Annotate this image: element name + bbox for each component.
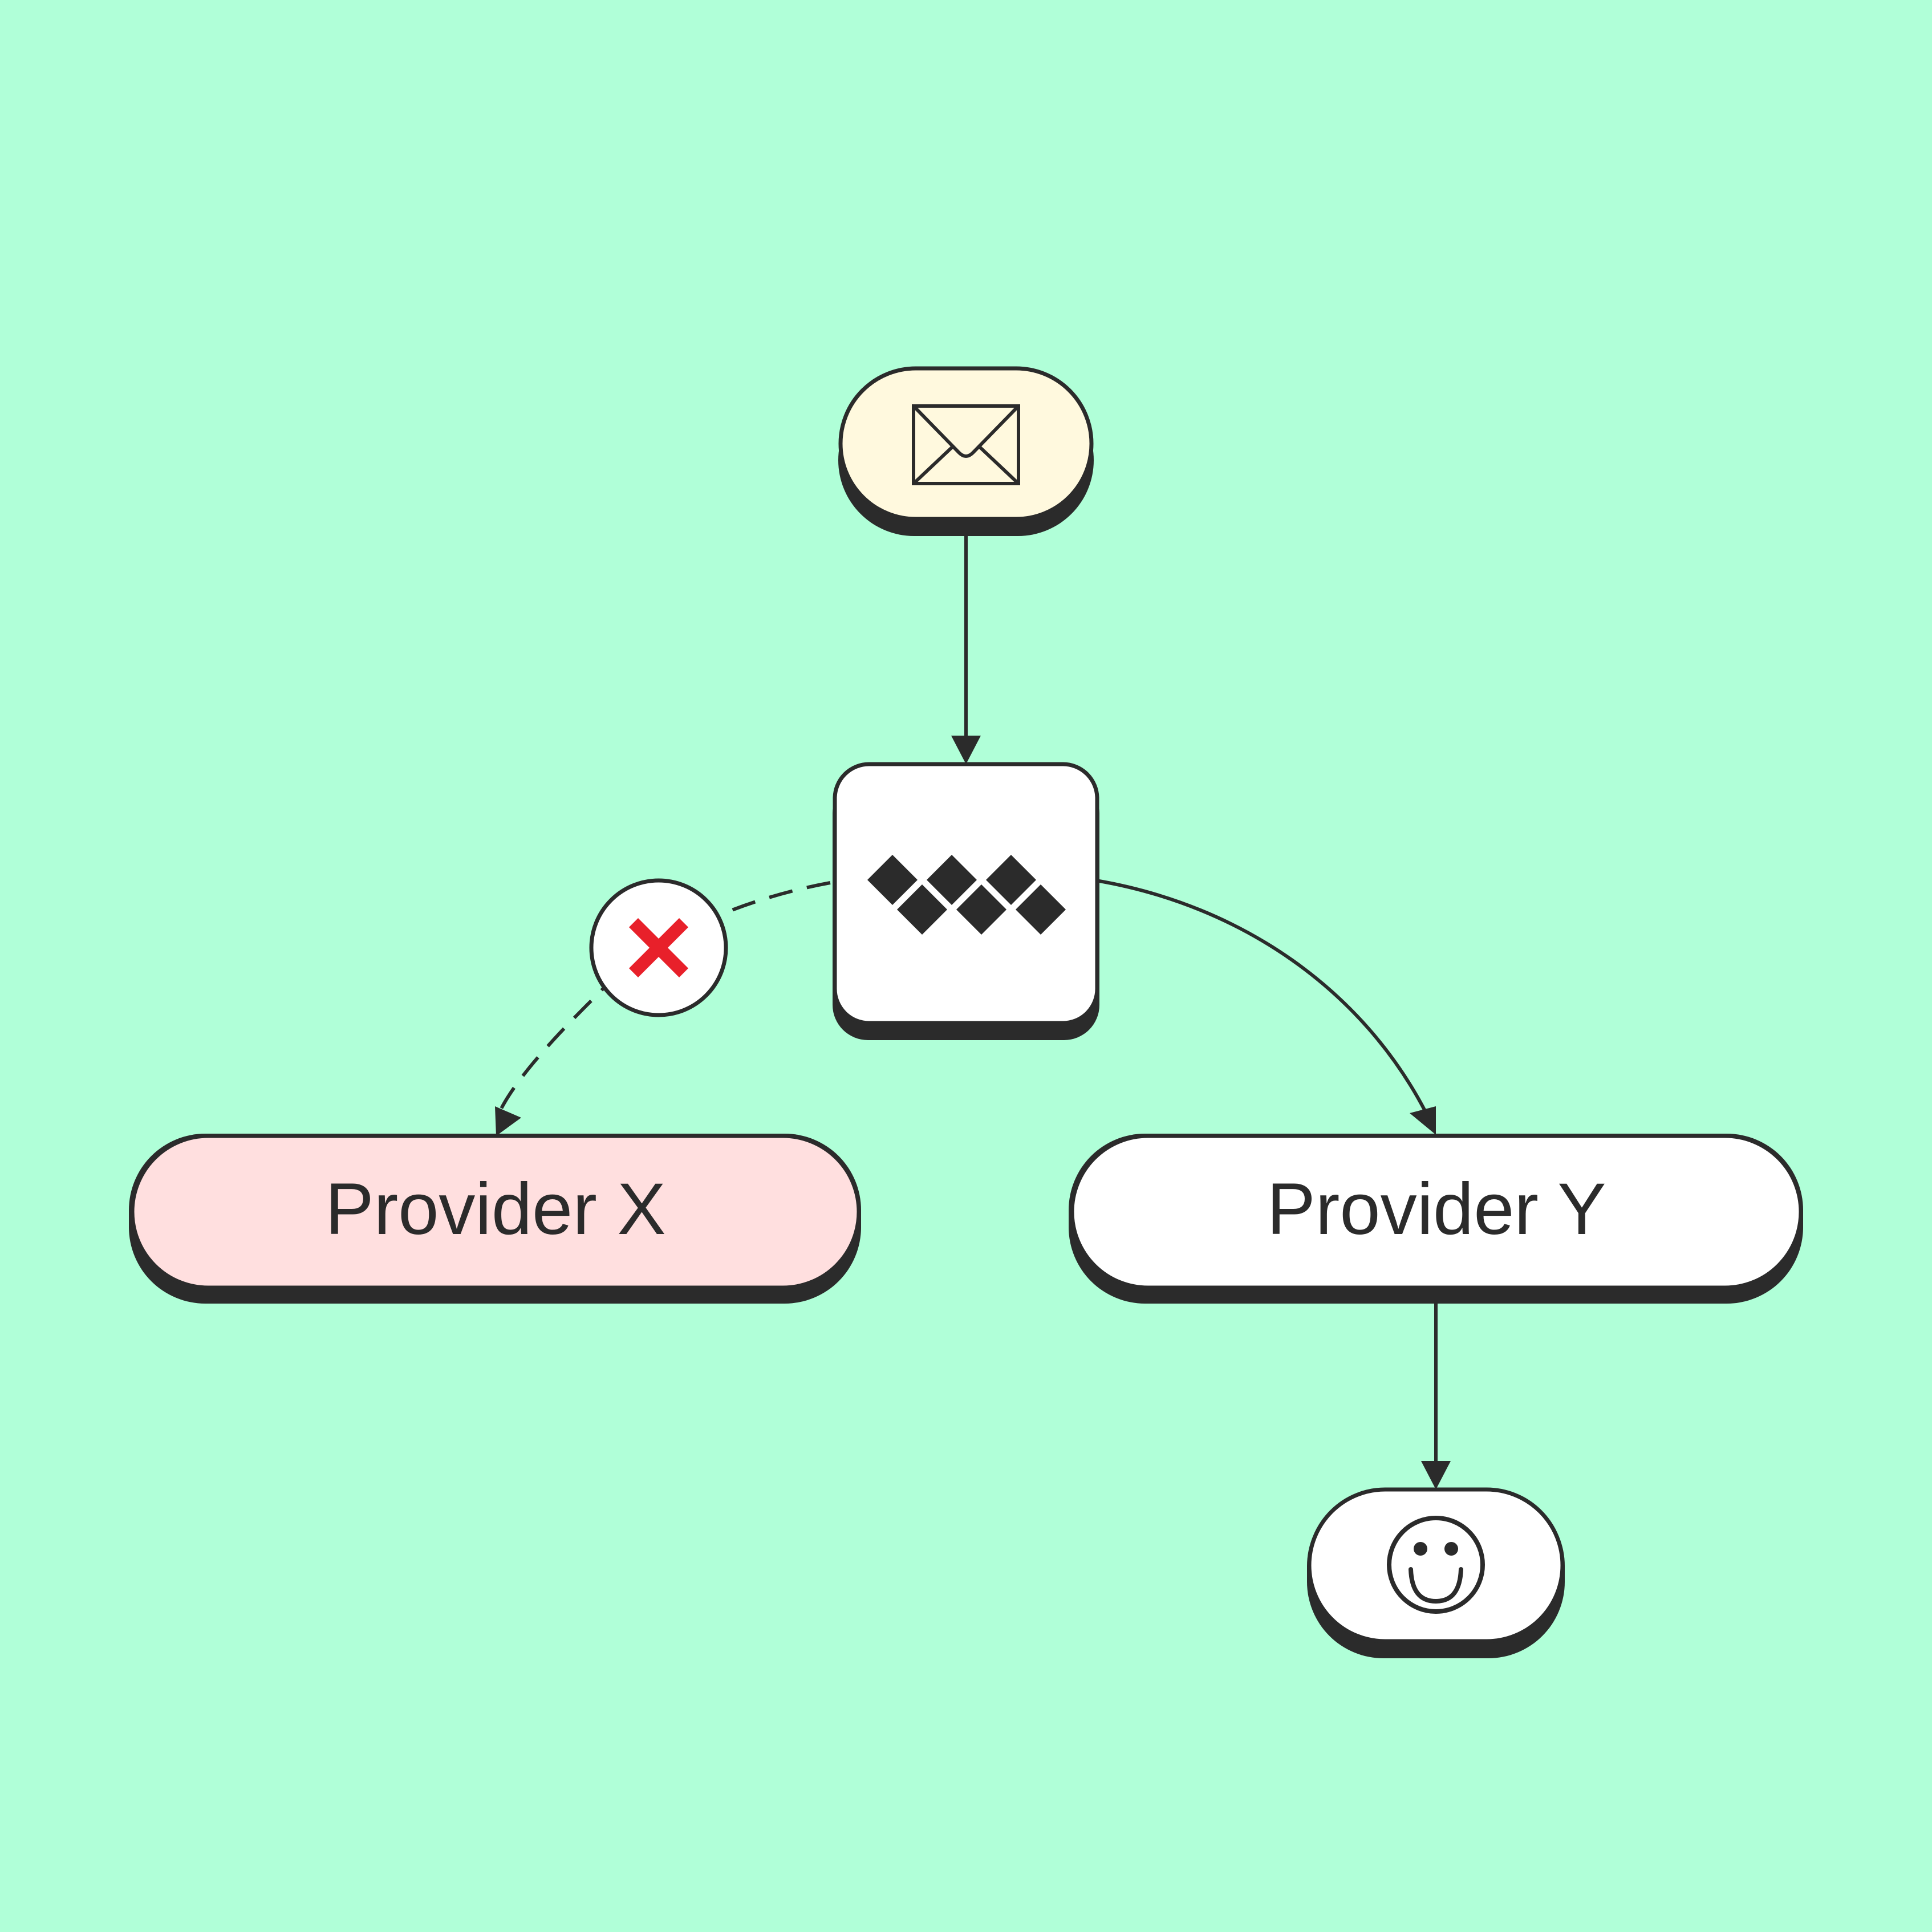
smiley-face-icon bbox=[1387, 1516, 1485, 1614]
provider-x-node[interactable]: Provider X bbox=[129, 1134, 861, 1304]
provider-x-label: Provider X bbox=[325, 1168, 666, 1250]
edge-start-to-router bbox=[951, 536, 981, 764]
envelope-icon bbox=[912, 404, 1020, 485]
router-node[interactable] bbox=[833, 762, 1099, 1040]
end-node[interactable] bbox=[1307, 1487, 1565, 1658]
edge-router-to-provider-y bbox=[1095, 879, 1436, 1135]
provider-y-label: Provider Y bbox=[1267, 1168, 1606, 1250]
provider-y-node[interactable]: Provider Y bbox=[1069, 1134, 1803, 1304]
diamond-logo-icon bbox=[867, 855, 1066, 935]
failure-marker bbox=[589, 878, 728, 1017]
close-icon bbox=[629, 918, 688, 977]
edge-provider-y-to-end bbox=[1421, 1302, 1451, 1489]
start-node[interactable] bbox=[838, 366, 1094, 536]
